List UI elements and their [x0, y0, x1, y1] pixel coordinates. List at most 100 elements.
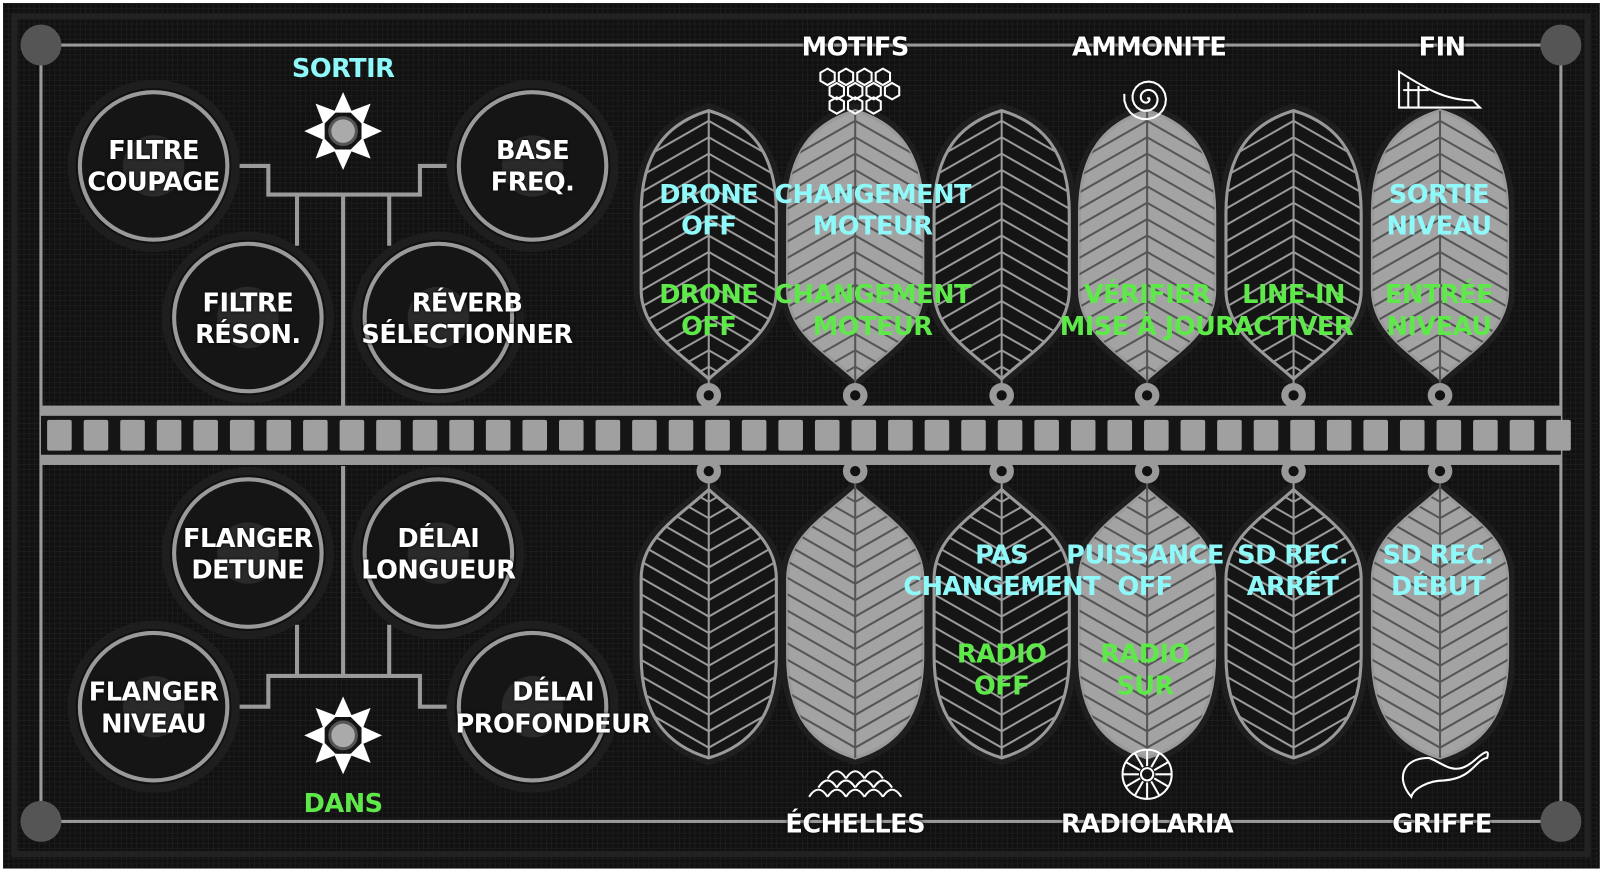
bus-segment — [1546, 419, 1571, 451]
radiolaria-spoke — [1150, 780, 1161, 797]
bus-segment — [339, 419, 365, 451]
jack-star-ray-icon — [315, 707, 337, 729]
bus-segment — [412, 419, 438, 451]
honeycomb-icon — [856, 67, 873, 87]
pad-label-drone-off: DRONE OFF — [659, 179, 759, 241]
pad-via-hole — [703, 466, 714, 477]
jack-socket[interactable] — [328, 720, 358, 751]
bus-segment — [83, 419, 109, 451]
knob-center — [501, 135, 564, 197]
bus-segment — [1180, 419, 1206, 451]
bus-segment — [559, 419, 584, 451]
jack-star-ray-icon — [361, 726, 383, 745]
bus-segment — [120, 419, 145, 451]
pad-label-sd-rec-debut: SD REC. DÉBUT — [1382, 539, 1494, 602]
knob-center — [217, 522, 279, 584]
jack-star-ray-icon — [304, 726, 325, 745]
knob-base-freq[interactable]: BASE FREQ. — [491, 134, 575, 198]
pad-via-hole — [850, 466, 861, 477]
scales-icon — [845, 788, 866, 798]
radiolaria-spoke — [1153, 777, 1169, 788]
knob-flanger-niveau[interactable]: FLANGER NIVEAU — [89, 676, 219, 740]
scales-icon — [826, 770, 847, 779]
radiolaria-spoke — [1133, 780, 1144, 797]
bus-segment — [156, 419, 182, 451]
bus-segment — [632, 419, 657, 451]
bus-segment — [741, 419, 767, 451]
knob-delai-longueur[interactable]: DÉLAI LONGUEUR — [361, 522, 516, 586]
bus-segment — [449, 419, 474, 451]
radiolaria-spoke — [1133, 752, 1144, 768]
bus-segment — [303, 419, 328, 451]
pad-via-hole — [996, 390, 1007, 401]
pad-via-hole — [1434, 466, 1446, 477]
bus-segment — [485, 419, 511, 451]
knob-label: BASE FREQ. — [490, 135, 575, 197]
icon-label-radiolaria: RADIOLARIA — [1061, 809, 1234, 839]
bus-segment — [705, 419, 730, 451]
knob-delai-profondeur[interactable]: DÉLAI PROFONDEUR — [455, 676, 652, 740]
jack-star-ray-icon — [349, 103, 371, 125]
ammonite-icon — [1123, 80, 1167, 121]
jack-out-label: SORTIR — [291, 53, 395, 83]
jack-star-ray-icon — [333, 149, 353, 171]
pad-via-hole — [850, 390, 861, 401]
knob-label: RÉVERB SÉLECTIONNER — [361, 287, 573, 350]
bus-segment — [1363, 419, 1388, 451]
honeycomb-icon — [883, 81, 901, 101]
radiolaria-core — [1139, 767, 1155, 782]
scales-icon — [845, 770, 866, 779]
bus-segment — [1217, 419, 1242, 451]
knob-flanger-detune[interactable]: FLANGER DETUNE — [183, 522, 313, 586]
scales-icon — [881, 788, 903, 798]
bus-segment — [997, 419, 1023, 451]
scales-icon — [863, 770, 884, 779]
jack-star-ray-icon — [349, 707, 371, 729]
pad-via-hole — [1288, 466, 1299, 477]
bus-segment — [376, 419, 401, 451]
claw-icon — [1401, 751, 1489, 799]
pad-via-hole — [1141, 390, 1153, 401]
jack-star-ray-icon — [333, 92, 353, 113]
honeycomb-icon — [828, 81, 845, 101]
screw-icon — [20, 800, 62, 842]
jack-star-ray-icon — [304, 121, 325, 141]
bus-segment — [851, 419, 877, 451]
bus-segment — [229, 419, 255, 451]
pad-via-hole — [996, 466, 1007, 477]
knob-center — [122, 675, 185, 738]
bus-segment — [1253, 419, 1279, 451]
scales-icon — [872, 779, 893, 789]
border-frame — [11, 13, 1591, 858]
knob-filtre-reson[interactable]: FILTRE RÉSON. — [195, 287, 301, 351]
honeycomb-icon — [865, 81, 882, 101]
pad-via-hole — [703, 390, 714, 401]
pad-label-changement-moteur: CHANGEMENT MOTEUR — [774, 179, 971, 241]
jack-socket[interactable] — [328, 116, 358, 146]
pad-label-verifier-mise-a-jour: VÉRIFIER MISE À JOUR — [1059, 279, 1235, 342]
bus-segment — [888, 419, 913, 451]
knob-label: DÉLAI PROFONDEUR — [455, 676, 652, 739]
bus-segment — [1290, 419, 1315, 451]
knob-label: FLANGER DETUNE — [183, 523, 313, 585]
bus-segment — [924, 419, 950, 451]
knob-reverb-selectionner[interactable]: RÉVERB SÉLECTIONNER — [361, 287, 573, 351]
scales-icon — [817, 779, 838, 789]
pad-label-line-in-activer: LINE-IN ACTIVER — [1234, 279, 1354, 342]
radiolaria-spoke — [1125, 761, 1141, 772]
fin-icon — [1398, 69, 1483, 109]
honeycomb-icon — [874, 67, 892, 87]
jack-star-ray-icon — [349, 741, 371, 763]
bus-segment — [814, 419, 840, 451]
knob-center — [217, 286, 279, 349]
honeycomb-icon — [819, 67, 836, 87]
knob-filtre-coupage[interactable]: FILTRE COUPAGE — [87, 134, 220, 198]
bus-segment — [1326, 419, 1352, 451]
scales-icon — [808, 788, 829, 798]
pad-via-hole — [1288, 390, 1299, 401]
icon-label-fin: FIN — [1418, 31, 1466, 62]
screw-icon — [20, 24, 62, 66]
bus-segment — [522, 419, 548, 451]
